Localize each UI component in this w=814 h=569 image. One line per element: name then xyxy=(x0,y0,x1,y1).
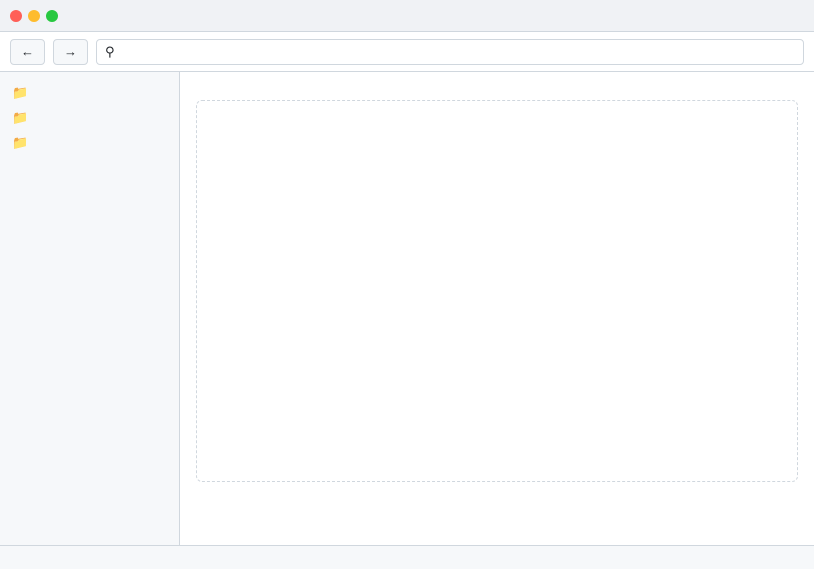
search-box[interactable]: ⚲ xyxy=(96,38,804,65)
window-controls xyxy=(10,9,58,22)
content-panel xyxy=(196,100,798,482)
close-icon[interactable] xyxy=(10,9,22,22)
sidebar-item[interactable]: 📁 xyxy=(0,130,179,155)
back-button[interactable]: ← xyxy=(10,38,45,65)
title-bar xyxy=(0,0,814,32)
sidebar: 📁 📁 📁 xyxy=(0,72,180,545)
main-panel xyxy=(180,72,814,545)
minimize-icon[interactable] xyxy=(28,9,40,22)
folder-icon: 📁 xyxy=(12,85,29,100)
arrow-left-icon: ← xyxy=(21,44,34,59)
content-area: 📁 📁 📁 xyxy=(0,72,814,545)
search-input[interactable] xyxy=(120,43,795,60)
toolbar: ← → ⚲ xyxy=(0,32,814,72)
status-bar xyxy=(0,545,814,569)
folder-icon: 📁 xyxy=(12,110,29,125)
maximize-icon[interactable] xyxy=(46,9,58,22)
sidebar-item[interactable]: 📁 xyxy=(0,105,179,130)
arrow-right-icon: → xyxy=(64,44,77,59)
forward-button[interactable]: → xyxy=(53,38,88,65)
search-icon: ⚲ xyxy=(105,44,115,59)
folder-icon: 📁 xyxy=(12,135,29,150)
sidebar-item[interactable]: 📁 xyxy=(0,80,179,105)
